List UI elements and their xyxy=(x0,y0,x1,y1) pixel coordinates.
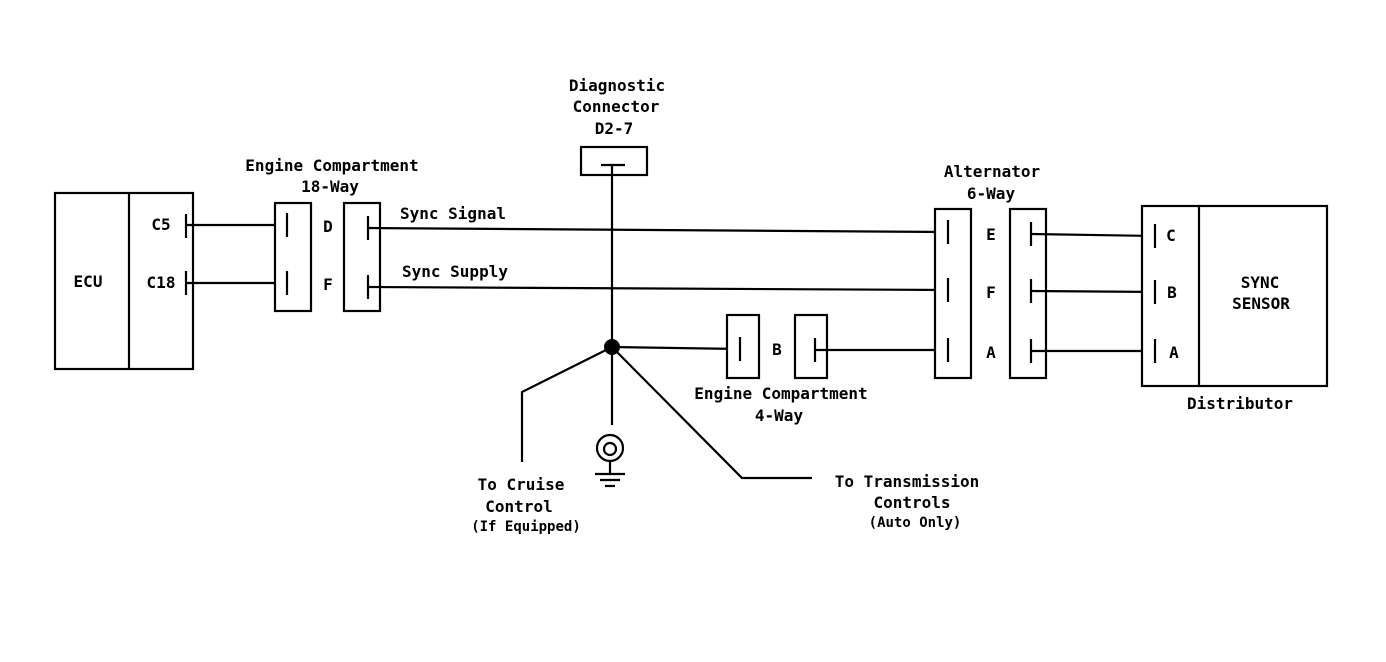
alt-pin-a: A xyxy=(986,343,996,362)
diag-title-3: D2-7 xyxy=(595,119,634,138)
wire-alt-e-to-sensor-c xyxy=(1030,232,1156,238)
wire-to-cruise-control xyxy=(520,346,613,462)
sensor-label-2: SENSOR xyxy=(1232,294,1290,313)
ec18-title-2: 18-Way xyxy=(301,177,359,196)
ec4-title-1: Engine Compartment xyxy=(694,384,867,403)
transmission-line-1: To Transmission xyxy=(835,472,980,491)
transmission-line-2: Controls xyxy=(873,493,950,512)
alt-left-half xyxy=(933,207,973,380)
ec18-right-half xyxy=(342,201,382,313)
engine-compartment-4way: B Engine Compartment 4-Way xyxy=(694,313,868,425)
ec18-title-1: Engine Compartment xyxy=(245,156,418,175)
label-sync-supply: Sync Supply xyxy=(402,262,508,281)
alt-pin-e: E xyxy=(986,225,996,244)
distributor-label: Distributor xyxy=(1187,394,1293,413)
wire-sync-signal xyxy=(367,226,949,234)
ecu-pin-c5: C5 xyxy=(151,215,170,234)
ground-symbol xyxy=(595,433,625,488)
sensor-pin-b: B xyxy=(1167,283,1177,302)
ecu-pin-c18: C18 xyxy=(147,273,176,292)
sensor-outline xyxy=(1140,204,1329,388)
ecu-outline xyxy=(53,191,195,371)
cruise-line-2: Control xyxy=(485,497,552,516)
wire-splice-to-4way xyxy=(611,345,741,351)
transmission-line-3: (Auto Only) xyxy=(869,515,962,531)
wire-sync-supply xyxy=(367,285,949,292)
ec4-title-2: 4-Way xyxy=(755,406,804,425)
alternator-6way: Alternator 6-Way E F A xyxy=(933,162,1048,380)
wire-to-transmission xyxy=(611,346,812,480)
engine-compartment-18way: Engine Compartment 18-Way D F xyxy=(245,156,419,313)
diag-title-2: Connector xyxy=(573,97,660,116)
cruise-line-1: To Cruise xyxy=(478,475,565,494)
alt-pin-f: F xyxy=(986,283,996,302)
label-sync-signal: Sync Signal xyxy=(400,204,506,223)
diag-title-1: Diagnostic xyxy=(569,76,665,95)
wire-alt-f-to-sensor-b xyxy=(1030,289,1156,294)
alt-title-1: Alternator xyxy=(944,162,1040,181)
ground-ring-outer xyxy=(595,433,625,463)
ec18-left-half xyxy=(273,201,313,313)
sync-sensor-block: C B A SYNC SENSOR Distributor xyxy=(1140,204,1329,413)
ec18-pin-f: F xyxy=(323,275,333,294)
diagnostic-connector: Diagnostic Connector D2-7 xyxy=(569,76,665,177)
alt-title-2: 6-Way xyxy=(967,184,1016,203)
ground-ring-inner xyxy=(602,441,618,457)
ecu-label: ECU xyxy=(74,272,103,291)
diag-connector-box xyxy=(579,145,649,177)
sensor-pin-a: A xyxy=(1169,343,1179,362)
ec4-pin-b: B xyxy=(772,340,782,359)
alt-right-half xyxy=(1008,207,1048,380)
cruise-line-3: (If Equipped) xyxy=(471,519,581,535)
sensor-pin-c: C xyxy=(1166,226,1176,245)
ecu-block: ECU C5 C18 xyxy=(53,191,195,371)
ec18-pin-d: D xyxy=(323,217,333,236)
sensor-label-1: SYNC xyxy=(1241,273,1280,292)
ec4-left-half xyxy=(725,313,761,380)
ec4-right-half xyxy=(793,313,829,380)
